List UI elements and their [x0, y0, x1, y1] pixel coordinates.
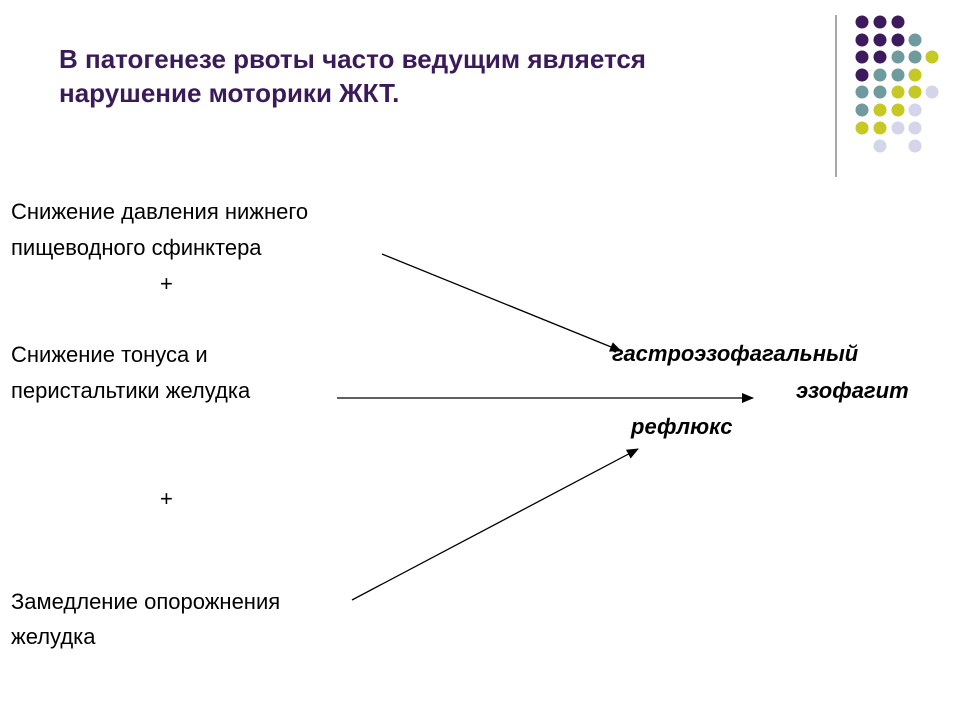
title-line-1: В патогенезе рвоты часто ведущим являетс… — [59, 44, 646, 74]
decorative-dot — [855, 33, 869, 47]
decorative-dot — [855, 50, 869, 64]
decorative-dot — [908, 139, 922, 153]
decorative-dot — [873, 33, 887, 47]
arrow-emptying-to-reflux — [351, 448, 639, 601]
decorative-dot — [925, 85, 939, 99]
decorative-dot — [873, 68, 887, 82]
decorative-dot — [873, 121, 887, 135]
decorative-dot — [908, 103, 922, 117]
decorative-dot — [891, 121, 905, 135]
decorative-dot — [855, 15, 869, 29]
decorative-dot — [855, 68, 869, 82]
decorative-dot — [908, 85, 922, 99]
decorative-dot — [855, 103, 869, 117]
decorative-dot — [855, 85, 869, 99]
decorative-dot — [873, 50, 887, 64]
plus-sign-2: + — [160, 486, 173, 511]
cause-2-line-2: перистальтики желудка — [11, 378, 251, 403]
decorative-dot — [891, 68, 905, 82]
decorative-dot — [873, 139, 887, 153]
decorative-dot — [891, 103, 905, 117]
cause-2-line-1: Снижение тонуса и — [11, 342, 208, 367]
decorative-dot — [925, 50, 939, 64]
decorative-dot — [891, 33, 905, 47]
decorative-dot — [873, 85, 887, 99]
cause-1-line-1: Снижение давления нижнего — [11, 199, 309, 224]
decorative-dot — [908, 68, 922, 82]
decorative-dot — [908, 50, 922, 64]
decorative-dot — [891, 15, 905, 29]
decorative-dot-grid — [835, 15, 939, 177]
decorative-dot — [908, 33, 922, 47]
decorative-dot — [855, 121, 869, 135]
decorative-dot — [908, 121, 922, 135]
cause-3-line-2: желудка — [11, 624, 96, 649]
decorative-dot — [891, 50, 905, 64]
result-gastroesophageal: гастроэзофагальный — [612, 341, 859, 366]
cause-3-line-1: Замедление опорожнения — [11, 589, 281, 614]
result-esophagitis: эзофагит — [796, 378, 909, 403]
title-line-2: нарушение моторики ЖКТ. — [59, 78, 400, 108]
decorative-dot — [873, 15, 887, 29]
decorative-dot — [873, 103, 887, 117]
cause-1-line-2: пищеводного сфинктера — [11, 235, 262, 260]
result-reflux: рефлюкс — [631, 414, 733, 439]
arrow-sphincter-to-reflux — [381, 253, 622, 352]
slide-title: В патогенезе рвоты часто ведущим являетс… — [59, 42, 759, 110]
plus-sign-1: + — [160, 271, 173, 296]
decorative-dot — [891, 85, 905, 99]
